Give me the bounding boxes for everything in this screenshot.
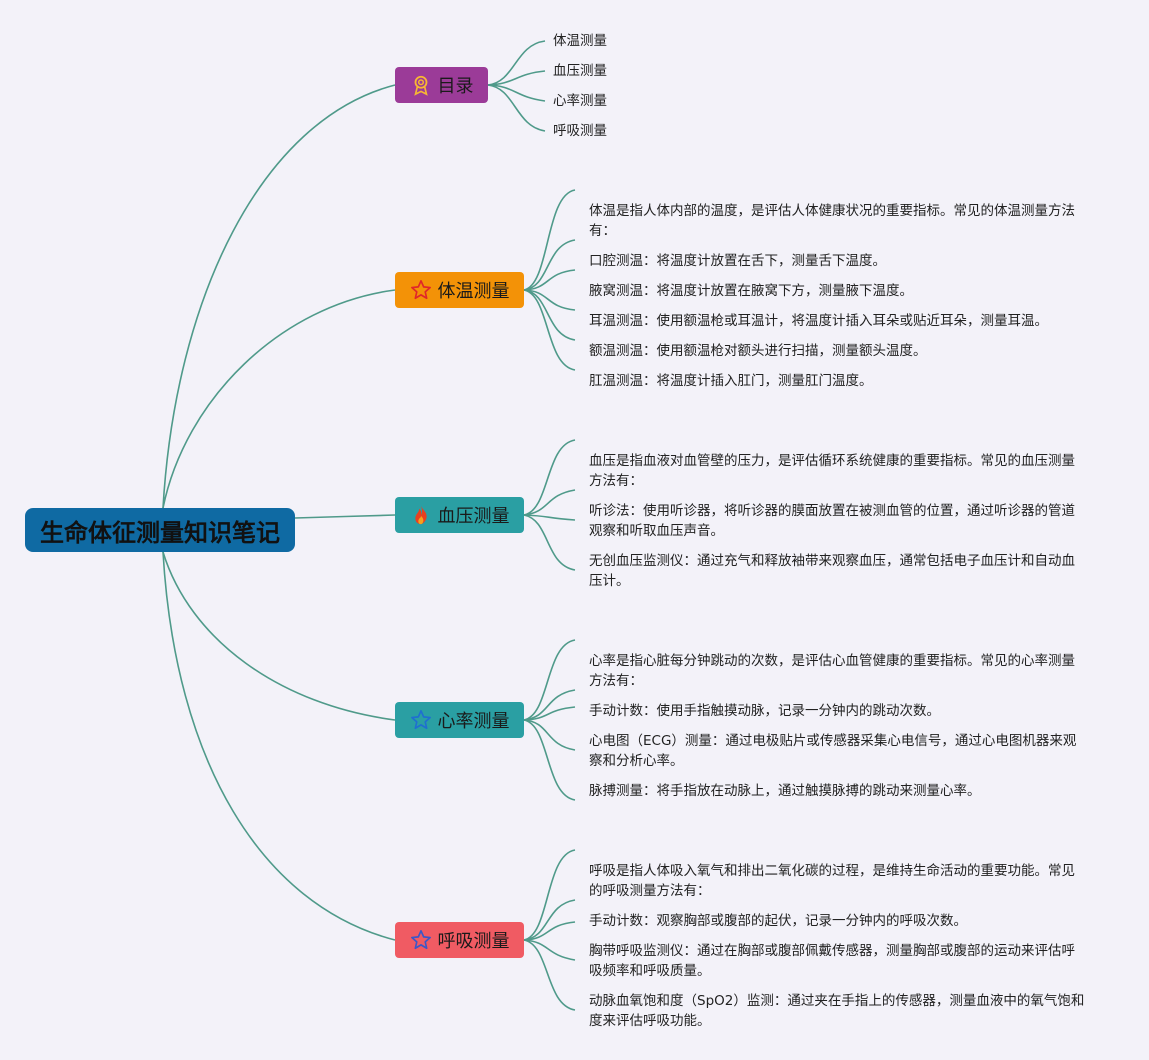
- temp-note: 口腔测温：将温度计放置在舌下，测量舌下温度。: [589, 251, 1087, 271]
- branch-toc-label: 目录: [437, 76, 474, 97]
- branch-resp-label: 呼吸测量: [437, 931, 510, 952]
- resp-note: 胸带呼吸监测仪：通过在胸部或腹部佩戴传感器，测量胸部或腹部的运动来评估呼吸频率和…: [589, 941, 1087, 981]
- root-node[interactable]: 生命体征测量知识笔记: [25, 508, 295, 552]
- temp-note: 额温测温：使用额温枪对额头进行扫描，测量额头温度。: [589, 341, 1087, 361]
- bp-note: 血压是指血液对血管壁的压力，是评估循环系统健康的重要指标。常见的血压测量方法有：: [589, 451, 1087, 491]
- link-root-resp: [162, 551, 396, 941]
- link-root-temp: [162, 289, 396, 509]
- branch-hr-label: 心率测量: [437, 711, 510, 732]
- flame-icon: [410, 504, 432, 526]
- hr-note: 手动计数：使用手指触摸动脉，记录一分钟内的跳动次数。: [589, 701, 1087, 721]
- branch-bp-label: 血压测量: [437, 506, 510, 527]
- branch-bp[interactable]: 血压测量: [395, 497, 524, 533]
- hr-note: 心率是指心脏每分钟跳动的次数，是评估心血管健康的重要指标。常见的心率测量方法有：: [589, 651, 1087, 691]
- ribbon-award-icon: [410, 74, 432, 96]
- resp-note: 手动计数：观察胸部或腹部的起伏，记录一分钟内的呼吸次数。: [589, 911, 1087, 931]
- branch-temp[interactable]: 体温测量: [395, 272, 524, 308]
- toc-item[interactable]: 血压测量: [553, 63, 607, 79]
- hr-note: 心电图（ECG）测量：通过电极贴片或传感器采集心电信号，通过心电图机器来观察和分…: [589, 731, 1087, 771]
- link-root-toc: [162, 84, 396, 509]
- bp-note: 无创血压监测仪：通过充气和释放袖带来观察血压，通常包括电子血压计和自动血压计。: [589, 551, 1087, 591]
- resp-note: 呼吸是指人体吸入氧气和排出二氧化碳的过程，是维持生命活动的重要功能。常见的呼吸测…: [589, 861, 1087, 901]
- temp-note: 体温是指人体内部的温度，是评估人体健康状况的重要指标。常见的体温测量方法有：: [589, 201, 1087, 241]
- link-root-bp: [294, 514, 396, 519]
- star-outline-icon: [410, 929, 432, 951]
- toc-item[interactable]: 体温测量: [553, 33, 607, 49]
- root-title: 生命体征测量知识笔记: [40, 518, 280, 547]
- bp-note: 听诊法：使用听诊器，将听诊器的膜面放置在被测血管的位置，通过听诊器的管道观察和听…: [589, 501, 1087, 541]
- toc-item[interactable]: 呼吸测量: [553, 123, 607, 139]
- branch-hr[interactable]: 心率测量: [395, 702, 524, 738]
- star-outline-icon: [410, 709, 432, 731]
- link-root-hr: [162, 551, 396, 721]
- branch-toc[interactable]: 目录: [395, 67, 488, 103]
- hr-note: 脉搏测量：将手指放在动脉上，通过触摸脉搏的跳动来测量心率。: [589, 781, 1087, 801]
- branch-temp-label: 体温测量: [437, 281, 510, 302]
- branch-resp[interactable]: 呼吸测量: [395, 922, 524, 958]
- temp-note: 肛温测温：将温度计插入肛门，测量肛门温度。: [589, 371, 1087, 391]
- temp-note: 腋窝测温：将温度计放置在腋窝下方，测量腋下温度。: [589, 281, 1087, 301]
- toc-item[interactable]: 心率测量: [553, 93, 607, 109]
- resp-note: 动脉血氧饱和度（SpO2）监测：通过夹在手指上的传感器，测量血液中的氧气饱和度来…: [589, 991, 1087, 1031]
- star-outline-icon: [410, 279, 432, 301]
- temp-note: 耳温测温：使用额温枪或耳温计，将温度计插入耳朵或贴近耳朵，测量耳温。: [589, 311, 1087, 331]
